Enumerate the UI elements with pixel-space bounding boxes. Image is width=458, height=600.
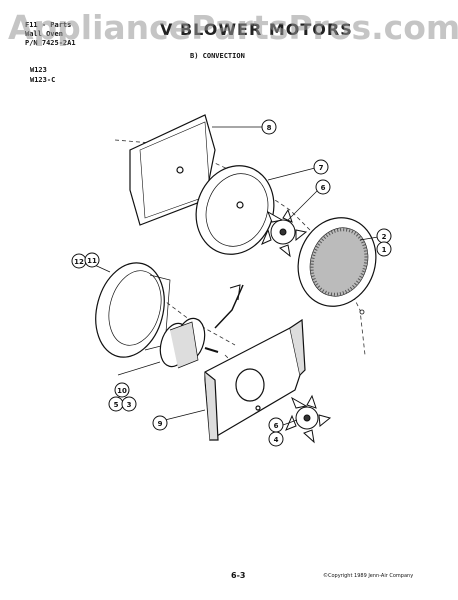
- svg-text:5: 5: [114, 401, 119, 409]
- svg-text:2: 2: [382, 233, 387, 241]
- leader-lines: [87, 126, 379, 426]
- model-item: W123: [30, 66, 47, 74]
- callout-4: 4: [268, 431, 284, 447]
- fan-blade-upper: [261, 208, 308, 258]
- svg-text:8: 8: [267, 124, 272, 132]
- svg-text:3: 3: [127, 401, 132, 409]
- model-list: W123 W123-C: [30, 65, 55, 85]
- callout-11: 11: [84, 252, 100, 268]
- page-number: 6-3: [231, 571, 246, 580]
- motor-mounting-bracket: [204, 318, 306, 442]
- fan-baffle: [195, 165, 275, 255]
- callout-1: 1: [376, 241, 392, 257]
- callout-3: 3: [121, 396, 137, 412]
- rear-cover-plate: [129, 114, 216, 226]
- svg-text:7: 7: [319, 164, 324, 172]
- callout-10: 10: [114, 382, 130, 398]
- page-subtitle: B) CONVECTION: [190, 52, 245, 60]
- header-line-1: F11 - Parts: [25, 21, 72, 29]
- svg-text:6: 6: [321, 184, 326, 192]
- watermark: AppliancePartsPros.com: [8, 8, 458, 47]
- svg-text:11: 11: [87, 257, 97, 265]
- callout-9: 9: [152, 415, 168, 431]
- svg-text:9: 9: [158, 420, 163, 428]
- svg-text:10: 10: [117, 387, 127, 395]
- callout-5: 5: [108, 396, 124, 412]
- callout-8: 8: [261, 119, 277, 135]
- copyright-notice: ©Copyright 1989 Jenn-Air Company: [323, 573, 414, 579]
- svg-text:4: 4: [274, 436, 279, 444]
- callout-group: 8 7 6 2 1 12 11 10 5 3 9 6 4: [71, 119, 392, 447]
- callout-12: 12: [71, 253, 87, 269]
- callout-7: 7: [313, 159, 329, 175]
- motor-housing-shroud: [95, 262, 171, 358]
- fan-grille: [297, 217, 377, 315]
- callout-6-upper: 6: [315, 179, 331, 195]
- header-line-2: Wall Oven: [25, 30, 63, 38]
- svg-text:1: 1: [382, 246, 387, 254]
- model-item: W123-C: [30, 76, 56, 84]
- callout-6-lower: 6: [268, 417, 284, 433]
- blower-motor: [159, 284, 244, 369]
- header-line-3: P/N 7425-2A1: [25, 39, 76, 47]
- svg-text:12: 12: [74, 258, 84, 266]
- callout-2: 2: [376, 228, 392, 244]
- page-title: V BLOWER MOTORS: [160, 20, 353, 39]
- svg-text:6: 6: [274, 422, 279, 430]
- fan-blade-lower: [285, 394, 332, 444]
